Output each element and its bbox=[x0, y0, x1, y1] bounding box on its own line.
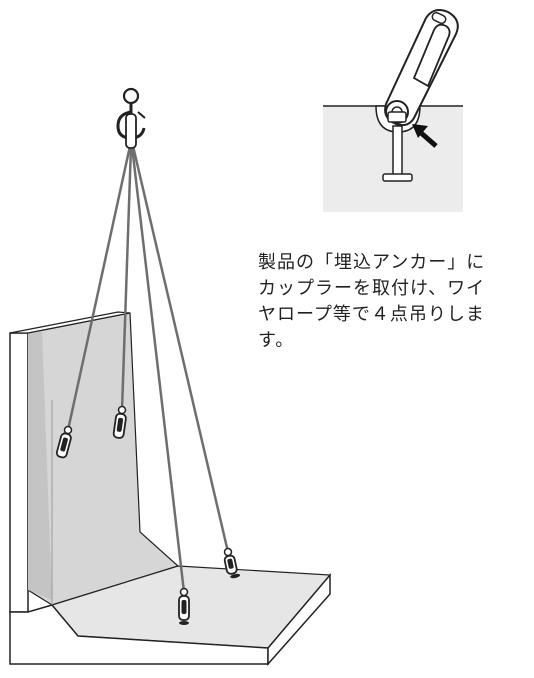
wall-front-edge bbox=[9, 332, 29, 613]
wire-rope bbox=[120, 145, 133, 411]
coupler-icon bbox=[384, 9, 459, 127]
caption-line: カップラーを取付け、ワイ bbox=[258, 278, 486, 299]
caption-line: ヤロープ等で４点吊りしま bbox=[258, 304, 485, 325]
floor-front-face bbox=[9, 604, 269, 665]
wall-top-edge bbox=[9, 311, 131, 334]
wire-rope bbox=[130, 145, 186, 593]
coupler-icon bbox=[112, 405, 127, 439]
wire-rope bbox=[66, 145, 132, 431]
wall-shadow-band bbox=[28, 330, 52, 600]
caption-text: 製品の「埋込アンカー」に カップラーを取付け、ワイ ヤロープ等で４点吊りしま す… bbox=[258, 250, 528, 354]
arrow-icon bbox=[412, 124, 438, 148]
coupler-detail-inset bbox=[323, 9, 463, 212]
coupler-icon bbox=[55, 425, 73, 459]
wire-ropes bbox=[66, 145, 230, 593]
anchor-stem bbox=[392, 125, 403, 177]
caption-line: 製品の「埋込アンカー」に bbox=[258, 252, 486, 273]
coupler-icon bbox=[178, 587, 190, 625]
floor-right-face bbox=[267, 572, 331, 666]
caption-line: す。 bbox=[258, 330, 295, 351]
coupler-icon bbox=[223, 547, 241, 579]
hook-icon bbox=[116, 87, 146, 149]
wire-rope bbox=[131, 145, 230, 553]
anchor-foot bbox=[382, 173, 413, 182]
l-shaped-wall bbox=[9, 311, 332, 666]
